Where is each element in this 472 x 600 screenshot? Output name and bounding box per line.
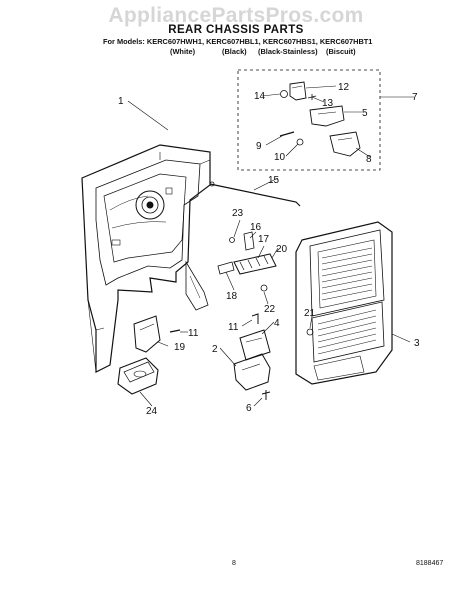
callout-8: 8 — [366, 154, 372, 165]
callout-15: 15 — [268, 175, 280, 186]
bracket-2 — [233, 353, 271, 391]
callout-11b: 11 — [228, 322, 239, 333]
bracket-8 — [329, 131, 361, 157]
page-title: REAR CHASSIS PARTS — [168, 24, 304, 36]
callout-18: 18 — [226, 291, 238, 302]
callout-14: 14 — [254, 91, 266, 102]
screw-22 — [260, 284, 268, 292]
callout-11a: 11 — [188, 328, 199, 339]
washer-10 — [296, 138, 304, 146]
callout-5: 5 — [362, 108, 368, 119]
rear-access-panel — [295, 221, 393, 385]
callout-21: 21 — [304, 308, 316, 319]
color-black: (Black) — [222, 47, 247, 56]
color-black-stainless: (Black-Stainless) — [258, 47, 318, 56]
bracket-5 — [309, 105, 345, 127]
bracket-4 — [239, 329, 271, 361]
callout-20: 20 — [276, 244, 288, 255]
screw-21 — [306, 328, 314, 336]
callout-4: 4 — [274, 318, 280, 329]
screw-14 — [280, 90, 288, 98]
clip-16 — [243, 231, 255, 251]
callout-9: 9 — [256, 141, 262, 152]
rear-chassis-panel — [81, 144, 211, 373]
screw-23 — [229, 237, 235, 243]
bracket-19 — [133, 315, 161, 353]
screw-11b — [251, 313, 259, 324]
callout-1: 1 — [118, 96, 124, 107]
color-legend: (White) (Black) (Black-Stainless) (Biscu… — [0, 47, 472, 59]
color-biscuit: (Biscuit) — [326, 47, 356, 56]
screw-11a — [169, 329, 181, 333]
callout-13: 13 — [322, 98, 334, 109]
callout-19: 19 — [174, 342, 186, 353]
document-number: 8188467 — [416, 560, 444, 567]
callout-24: 24 — [146, 406, 158, 417]
screw-9 — [279, 131, 295, 137]
callout-16: 16 — [250, 222, 262, 233]
page-number: 8 — [232, 560, 236, 567]
callout-10: 10 — [274, 152, 286, 163]
callout-12: 12 — [338, 82, 350, 93]
callout-2: 2 — [212, 344, 218, 355]
screw-6 — [261, 390, 271, 400]
wire-rod-15 — [209, 183, 301, 207]
terminal-18 — [217, 261, 235, 275]
inset-box — [237, 69, 381, 171]
callout-22: 22 — [264, 304, 276, 315]
color-white: (White) — [170, 47, 196, 56]
callout-3: 3 — [414, 338, 420, 349]
callout-6: 6 — [246, 403, 252, 414]
callout-7: 7 — [412, 92, 418, 103]
model-list: For Models: KERC607HWH1, KERC607HBL1, KE… — [103, 37, 373, 46]
terminal-block-17 — [233, 253, 277, 275]
bracket-12 — [289, 81, 307, 101]
callout-17: 17 — [258, 234, 270, 245]
watermark: AppliancePartsPros.com — [108, 4, 364, 27]
foot-24 — [117, 357, 159, 395]
callout-23: 23 — [232, 208, 244, 219]
